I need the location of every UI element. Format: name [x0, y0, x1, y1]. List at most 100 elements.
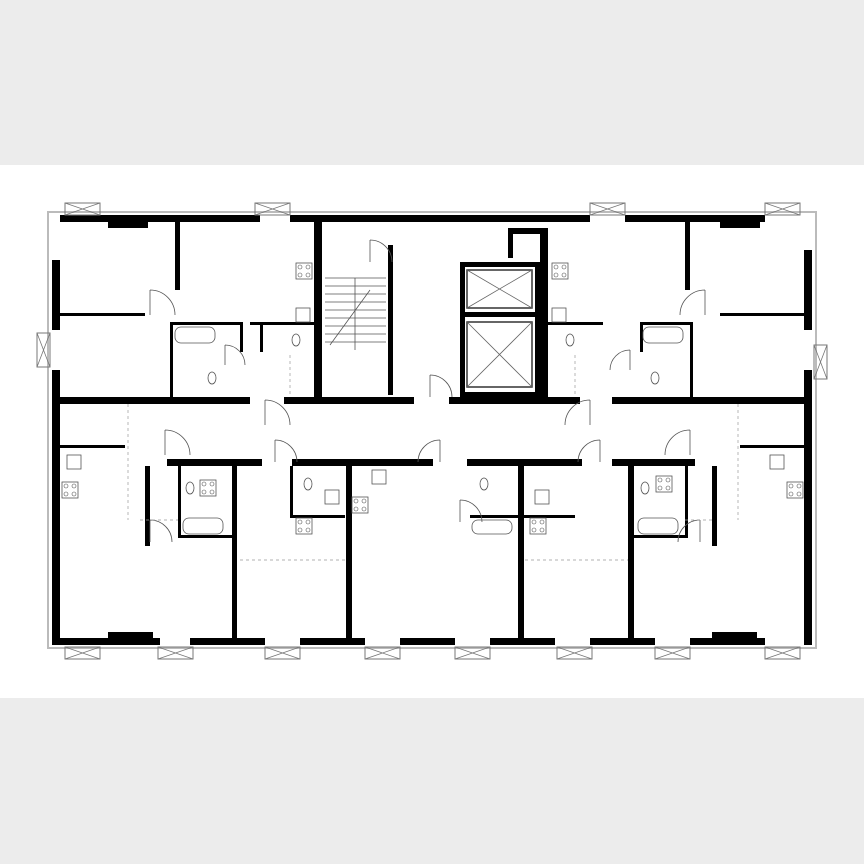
- wall: [388, 245, 393, 395]
- kitchen-sink: [324, 489, 340, 505]
- wall: [314, 222, 322, 398]
- stove-burner: [665, 477, 671, 483]
- kitchen-sink: [534, 489, 550, 505]
- door-swing: [149, 289, 176, 316]
- wall: [460, 392, 540, 397]
- toilet: [565, 333, 575, 347]
- wall: [290, 215, 590, 222]
- stove-burner: [539, 519, 545, 525]
- wall: [712, 466, 717, 546]
- wall: [60, 313, 145, 316]
- wall: [290, 466, 293, 516]
- stove-burner: [209, 489, 215, 495]
- bathtub: [642, 326, 684, 344]
- elevator-cross: [466, 269, 533, 309]
- toilet: [185, 481, 195, 495]
- wall: [628, 466, 634, 638]
- door-swing: [459, 499, 483, 523]
- wall: [52, 370, 60, 645]
- wall: [460, 312, 540, 317]
- stove-burner: [665, 485, 671, 491]
- stove-burner: [305, 272, 311, 278]
- wall: [240, 322, 243, 352]
- stove: [295, 517, 313, 535]
- door-swing: [224, 344, 246, 366]
- stove-burner: [657, 485, 663, 491]
- wall: [60, 445, 125, 448]
- window: [64, 202, 101, 216]
- window: [64, 646, 101, 660]
- wall: [712, 632, 757, 638]
- wall: [685, 222, 690, 290]
- stove-burner: [657, 477, 663, 483]
- wall: [640, 322, 643, 352]
- door-swing: [264, 399, 291, 426]
- wall: [145, 466, 150, 546]
- stove-burner: [201, 481, 207, 487]
- wall: [284, 397, 414, 404]
- stove-burner: [353, 506, 359, 512]
- window: [157, 646, 194, 660]
- window-glazing: [47, 211, 817, 649]
- wall: [685, 466, 688, 538]
- stove-burner: [553, 264, 559, 270]
- stove-burner: [788, 491, 794, 497]
- wall: [346, 466, 352, 638]
- wall: [720, 313, 804, 316]
- wall: [535, 262, 540, 397]
- toilet: [207, 371, 217, 385]
- door-swing: [369, 239, 393, 263]
- kitchen-sink: [371, 469, 387, 485]
- door-swing: [564, 399, 591, 426]
- wall: [290, 515, 345, 518]
- wall: [540, 228, 548, 398]
- wall: [60, 397, 250, 404]
- wall: [508, 228, 540, 234]
- stove-burner: [63, 491, 69, 497]
- window: [454, 646, 491, 660]
- wall: [520, 215, 532, 222]
- window: [654, 646, 691, 660]
- stove: [655, 475, 673, 493]
- stove: [786, 481, 804, 499]
- window: [264, 646, 301, 660]
- door-swing: [664, 429, 691, 456]
- stove-burner: [353, 498, 359, 504]
- wall: [60, 215, 260, 222]
- wall: [520, 515, 575, 518]
- wall: [640, 322, 692, 325]
- stove-burner: [209, 481, 215, 487]
- window: [764, 202, 801, 216]
- elevator-cabin: [466, 321, 533, 388]
- door-swing: [609, 349, 631, 371]
- wall: [720, 222, 760, 228]
- wall: [625, 215, 765, 222]
- wall: [108, 632, 153, 638]
- wall: [60, 638, 160, 645]
- door-swing: [149, 519, 173, 543]
- door-swing: [577, 439, 601, 463]
- toilet: [479, 477, 489, 491]
- stove: [295, 262, 313, 280]
- stove-burner: [297, 527, 303, 533]
- wall: [178, 466, 181, 538]
- toilet: [303, 477, 313, 491]
- stove-burner: [561, 272, 567, 278]
- stove-burner: [796, 483, 802, 489]
- wall: [508, 228, 513, 258]
- wall: [612, 459, 695, 466]
- wall: [470, 515, 518, 518]
- door-swing: [429, 374, 453, 398]
- wall: [190, 638, 265, 645]
- wall: [108, 222, 148, 228]
- wall: [52, 260, 60, 330]
- bathtub: [471, 519, 513, 535]
- wall: [178, 535, 233, 538]
- stove-burner: [63, 483, 69, 489]
- window: [764, 646, 801, 660]
- stove-burner: [297, 264, 303, 270]
- wall: [400, 638, 455, 645]
- stove-burner: [305, 264, 311, 270]
- window: [589, 202, 626, 216]
- stove-burner: [71, 483, 77, 489]
